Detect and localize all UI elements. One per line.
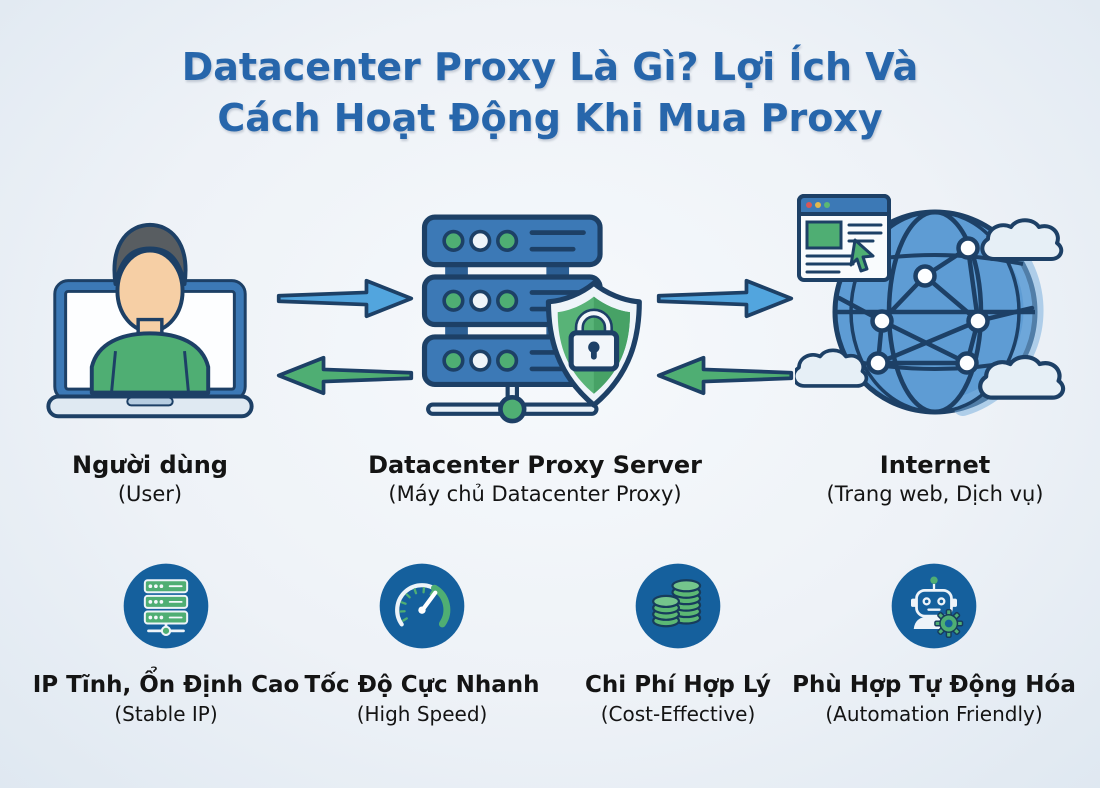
network-nodes	[866, 235, 990, 375]
user-label: Người dùng	[72, 450, 228, 479]
benefit-high-speed-label: Tốc Độ Cực Nhanh	[304, 671, 540, 698]
flow-node-user: Người dùng (User)	[25, 185, 275, 506]
benefit-cost-effective-label: Chi Phí Hợp Lý	[585, 671, 771, 698]
internet-sublabel: (Trang web, Dịch vụ)	[826, 481, 1044, 506]
flow-diagram: Người dùng (User)	[0, 185, 1100, 506]
gear-icon	[934, 608, 964, 638]
flow-node-internet: Internet (Trang web, Dịch vụ)	[795, 185, 1075, 506]
title-line-2: Cách Hoạt Động Khi Mua Proxy	[217, 96, 883, 141]
robot-gear-icon	[891, 563, 977, 648]
user-laptop-icon	[46, 222, 254, 418]
proxy-server-shield-icon	[421, 214, 642, 423]
benefit-automation-label: Phù Hợp Tự Động Hóa	[792, 671, 1076, 698]
benefit-stable-ip: IP Tĩnh, Ổn Định Cao (Stable IP)	[33, 560, 299, 726]
arrow-left-icon	[656, 355, 794, 395]
server-stack-icon	[123, 563, 209, 648]
proxy-server-sublabel: (Máy chủ Datacenter Proxy)	[388, 481, 682, 506]
page-title: Datacenter Proxy Là Gì? Lợi Ích Và Cách …	[0, 0, 1100, 145]
coins-icon	[635, 563, 721, 648]
benefit-high-speed-sublabel: (High Speed)	[356, 701, 488, 726]
arrow-right-icon	[276, 278, 414, 318]
cloud-icon	[978, 354, 1066, 400]
arrow-left-icon	[276, 355, 414, 395]
arrow-right-icon	[656, 278, 794, 318]
proxy-server-label: Datacenter Proxy Server	[368, 450, 702, 479]
benefit-automation: Phù Hợp Tự Động Hóa (Automation Friendly…	[792, 560, 1076, 726]
flow-node-proxy-server: Datacenter Proxy Server (Máy chủ Datacen…	[368, 185, 702, 506]
benefit-stable-ip-sublabel: (Stable IP)	[114, 701, 218, 726]
title-line-1: Datacenter Proxy Là Gì? Lợi Ích Và	[181, 45, 919, 89]
shield-lock-icon	[545, 280, 642, 408]
person-icon	[89, 222, 211, 395]
benefits-row: IP Tĩnh, Ổn Định Cao (Stable IP)	[0, 560, 1100, 726]
cloud-icon	[980, 217, 1064, 261]
browser-window-icon	[797, 193, 891, 282]
benefit-high-speed: Tốc Độ Cực Nhanh (High Speed)	[294, 560, 550, 726]
user-sublabel: (User)	[117, 481, 183, 506]
cloud-icon	[795, 348, 869, 388]
benefit-stable-ip-label: IP Tĩnh, Ổn Định Cao	[32, 671, 300, 698]
internet-label: Internet	[879, 450, 991, 479]
internet-globe-icon	[795, 193, 1066, 416]
speedometer-icon	[379, 563, 465, 648]
arrows-proxy-internet	[655, 275, 795, 399]
benefit-automation-sublabel: (Automation Friendly)	[825, 701, 1043, 726]
benefit-cost-effective: Chi Phí Hợp Lý (Cost-Effective)	[550, 560, 806, 726]
cursor-icon	[849, 238, 875, 273]
arrows-user-proxy	[275, 275, 415, 399]
benefit-cost-effective-sublabel: (Cost-Effective)	[600, 701, 756, 726]
